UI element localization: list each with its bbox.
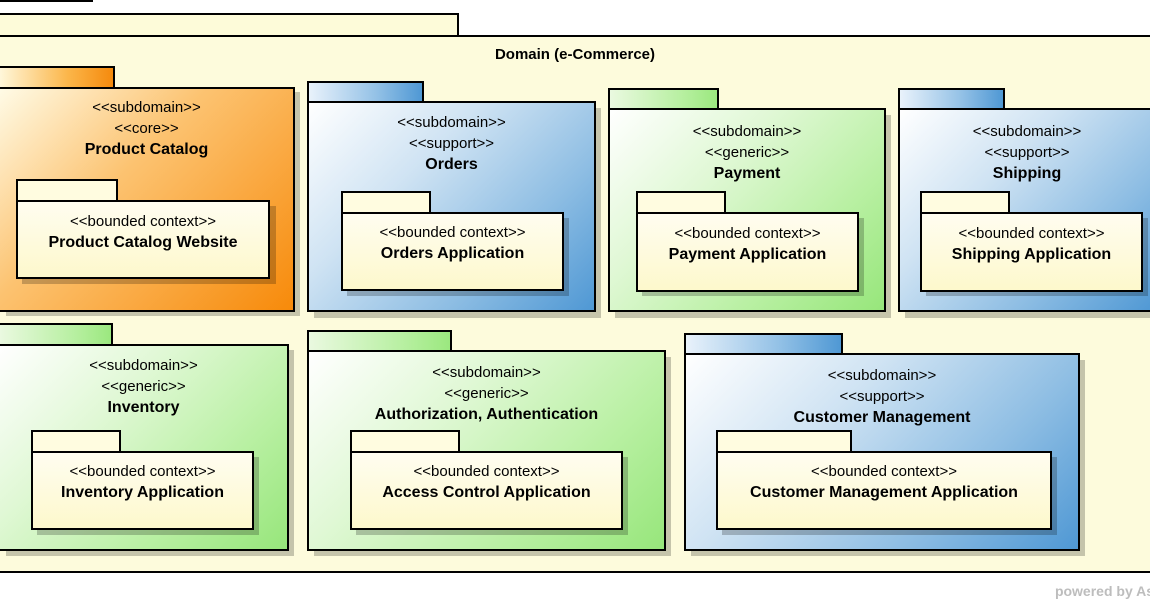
bounded-context-name: Product Catalog Website [48,234,238,251]
subdomain-kind: <<support>> [408,135,495,152]
bounded-context-name: Payment Application [668,246,827,263]
subdomain-kind: <<support>> [984,144,1070,161]
subdomain-name: Inventory [107,399,180,416]
bounded-context-stereotype: <<bounded context>> [811,463,957,480]
bounded-context-name: Access Control Application [382,484,591,501]
bounded-context-stereotype: <<bounded context>> [69,463,216,480]
subdomain-name: Payment [713,165,781,182]
bounded-context-stereotype: <<bounded context>> [674,225,821,242]
domain-package-tab [0,13,459,37]
subdomain-name: Shipping [992,165,1062,182]
bounded-context-stereotype: <<bounded context>> [958,225,1105,242]
subdomain-stereotype: <<subdomain>> [692,123,802,140]
subdomain-name: Authorization, Authentication [374,406,599,423]
subdomain-stereotype: <<subdomain>> [397,114,506,131]
subdomain-name: Orders [425,156,478,173]
subdomain-stereotype: <<subdomain>> [432,364,541,381]
bounded-context-stereotype: <<bounded context>> [379,224,526,241]
subdomain-name: Customer Management [793,409,971,426]
subdomain-kind: <<core>> [114,120,179,137]
bounded-context-stereotype: <<bounded context>> [70,213,216,230]
subdomain-kind: <<generic>> [101,378,186,395]
subdomain-stereotype: <<subdomain>> [827,367,937,384]
bounded-context-name: Shipping Application [951,246,1112,263]
subdomain-name: Product Catalog [84,141,209,158]
subdomain-kind: <<generic>> [444,385,529,402]
bounded-context-name: Customer Management Application [750,484,1018,501]
subdomain-kind: <<generic>> [704,144,790,161]
domain-title: Domain (e-Commerce) [494,46,656,63]
bounded-context-name: Inventory Application [61,484,224,501]
bounded-context-name: Orders Application [380,245,525,262]
subdomain-stereotype: <<subdomain>> [972,123,1082,140]
top-tab-line [0,0,93,2]
subdomain-kind: <<support>> [839,388,925,405]
powered-by-watermark: powered by As [1054,583,1150,599]
bounded-context-stereotype: <<bounded context>> [413,463,560,480]
subdomain-stereotype: <<subdomain>> [89,357,198,374]
subdomain-stereotype: <<subdomain>> [92,99,201,116]
